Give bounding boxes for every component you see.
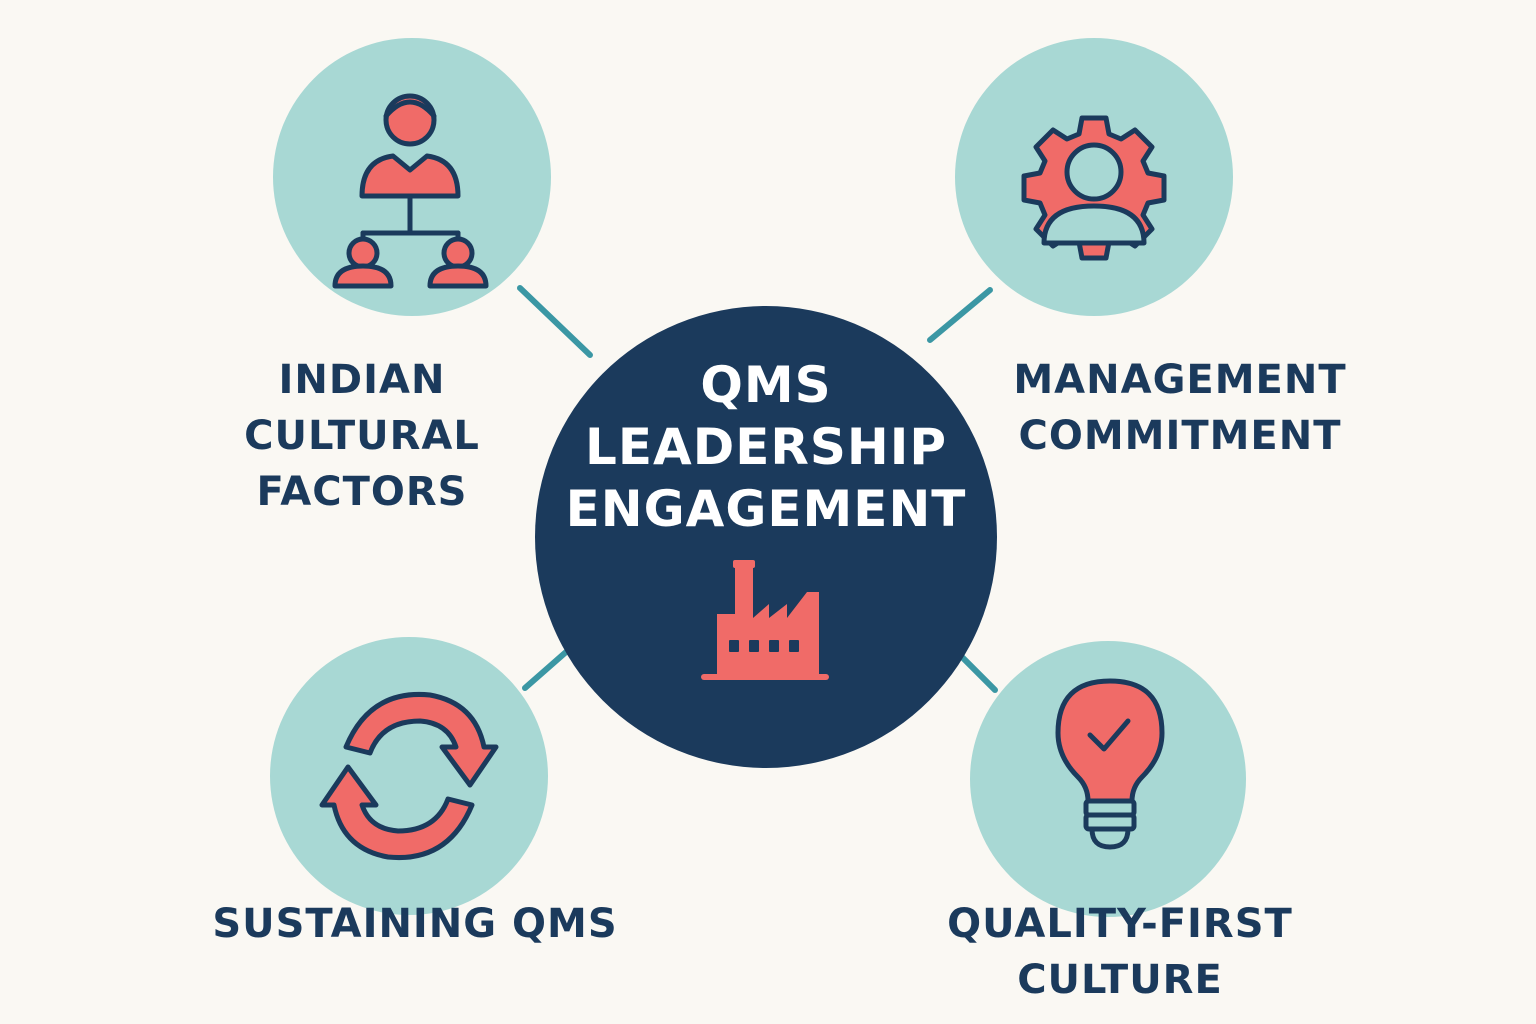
label-line: MANAGEMENT [1013, 357, 1347, 403]
lightbulb-check-icon [1055, 678, 1165, 850]
connector-top-left [517, 285, 593, 358]
label-management-commitment: MANAGEMENT COMMITMENT [1010, 352, 1350, 464]
center-hub: QMS LEADERSHIP ENGAGEMENT [535, 306, 997, 768]
label-line: COMMITMENT [1018, 413, 1342, 459]
center-title-line-1: QMS [700, 356, 832, 414]
cycle-arrows-icon [319, 691, 499, 861]
connector-top-right [927, 287, 993, 343]
label-line: CULTURE [1017, 957, 1223, 1003]
factory-icon [701, 560, 829, 680]
label-line: QUALITY-FIRST [947, 901, 1293, 947]
label-sustaining-qms: SUSTAINING QMS [205, 896, 625, 952]
node-management-commitment [955, 38, 1233, 316]
node-sustaining-qms [270, 637, 548, 915]
node-indian-cultural-factors [273, 38, 551, 316]
label-line: CULTURAL [244, 413, 480, 459]
label-line: SUSTAINING QMS [212, 901, 618, 947]
center-title-line-3: ENGAGEMENT [565, 480, 967, 538]
label-line: INDIAN [278, 357, 446, 403]
label-line: FACTORS [256, 469, 468, 515]
gear-person-icon [1021, 115, 1167, 261]
center-title-line-2: LEADERSHIP [585, 418, 947, 476]
node-quality-first-culture [970, 641, 1246, 917]
label-indian-cultural-factors: INDIAN CULTURAL FACTORS [222, 352, 502, 520]
org-chart-people-icon [332, 93, 489, 289]
center-title: QMS LEADERSHIP ENGAGEMENT [535, 354, 997, 540]
label-quality-first-culture: QUALITY-FIRST CULTURE [935, 896, 1305, 1008]
